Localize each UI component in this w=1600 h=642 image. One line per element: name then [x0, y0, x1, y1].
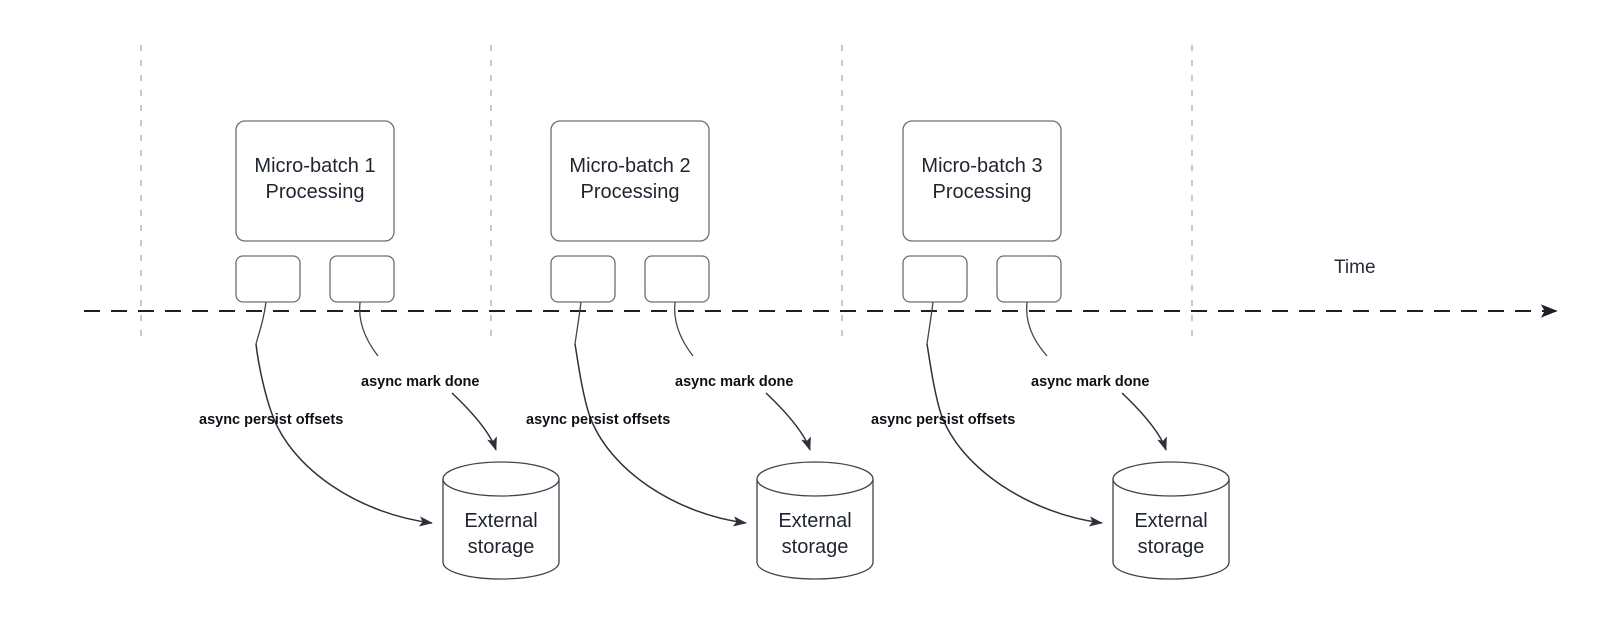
external-storage-1[interactable]: External storage [442, 461, 560, 580]
group-3: Micro-batch 3 Processing External storag… [871, 120, 1230, 580]
label-async-mark-done-3: async mark done [1031, 374, 1149, 390]
microbatch-2-label-line1: Micro-batch 2 [569, 155, 690, 177]
task-1a-box[interactable] [235, 255, 301, 303]
microbatch-3-label-line2: Processing [933, 181, 1032, 203]
task-3b-box[interactable] [996, 255, 1062, 303]
gridlines [140, 45, 1193, 340]
task-2b-box[interactable] [644, 255, 710, 303]
flow-mark-done-1 [451, 392, 497, 451]
microbatch-3-label-line1: Micro-batch 3 [921, 155, 1042, 177]
group-2: Micro-batch 2 Processing External storag… [526, 120, 874, 580]
external-storage-1-line1: External [464, 510, 537, 532]
microbatch-2-label-line2: Processing [581, 181, 680, 203]
flow-mark-done-2 [765, 392, 811, 451]
external-storage-2[interactable]: External storage [756, 461, 874, 580]
task-2b-stem [673, 301, 694, 357]
flow-persist-offsets-1 [255, 343, 433, 527]
microbatch-1-label-line1: Micro-batch 1 [254, 155, 375, 177]
microbatch-2-box[interactable] [550, 120, 710, 242]
task-2a-stem [574, 301, 582, 345]
microbatch-1-label-line2: Processing [266, 181, 365, 203]
microbatch-3-box[interactable] [902, 120, 1062, 242]
external-storage-2-line1: External [778, 510, 851, 532]
task-3a-box[interactable] [902, 255, 968, 303]
task-1b-box[interactable] [329, 255, 395, 303]
label-async-persist-offsets-2: async persist offsets [526, 412, 670, 428]
external-storage-3[interactable]: External storage [1112, 461, 1230, 580]
task-1b-stem [358, 301, 379, 357]
cylinder-1-top [442, 461, 560, 497]
time-axis-label: Time [1334, 257, 1376, 278]
task-3a-stem [926, 301, 934, 345]
label-async-persist-offsets-1: async persist offsets [199, 412, 343, 428]
label-async-persist-offsets-3: async persist offsets [871, 412, 1015, 428]
flow-mark-done-3 [1121, 392, 1167, 451]
task-2a-box[interactable] [550, 255, 616, 303]
cylinder-2-top [756, 461, 874, 497]
flow-persist-offsets-2 [574, 343, 747, 527]
task-3b-stem [1025, 301, 1048, 357]
external-storage-1-line2: storage [468, 536, 535, 558]
label-async-mark-done-2: async mark done [675, 374, 793, 390]
external-storage-2-line2: storage [782, 536, 849, 558]
group-1: Micro-batch 1 Processing External storag… [199, 120, 560, 580]
label-async-mark-done-1: async mark done [361, 374, 479, 390]
flow-persist-offsets-3 [926, 343, 1103, 527]
microbatch-1-box[interactable] [235, 120, 395, 242]
task-1a-stem [255, 301, 267, 345]
external-storage-3-line1: External [1134, 510, 1207, 532]
cylinder-3-top [1112, 461, 1230, 497]
external-storage-3-line2: storage [1138, 536, 1205, 558]
